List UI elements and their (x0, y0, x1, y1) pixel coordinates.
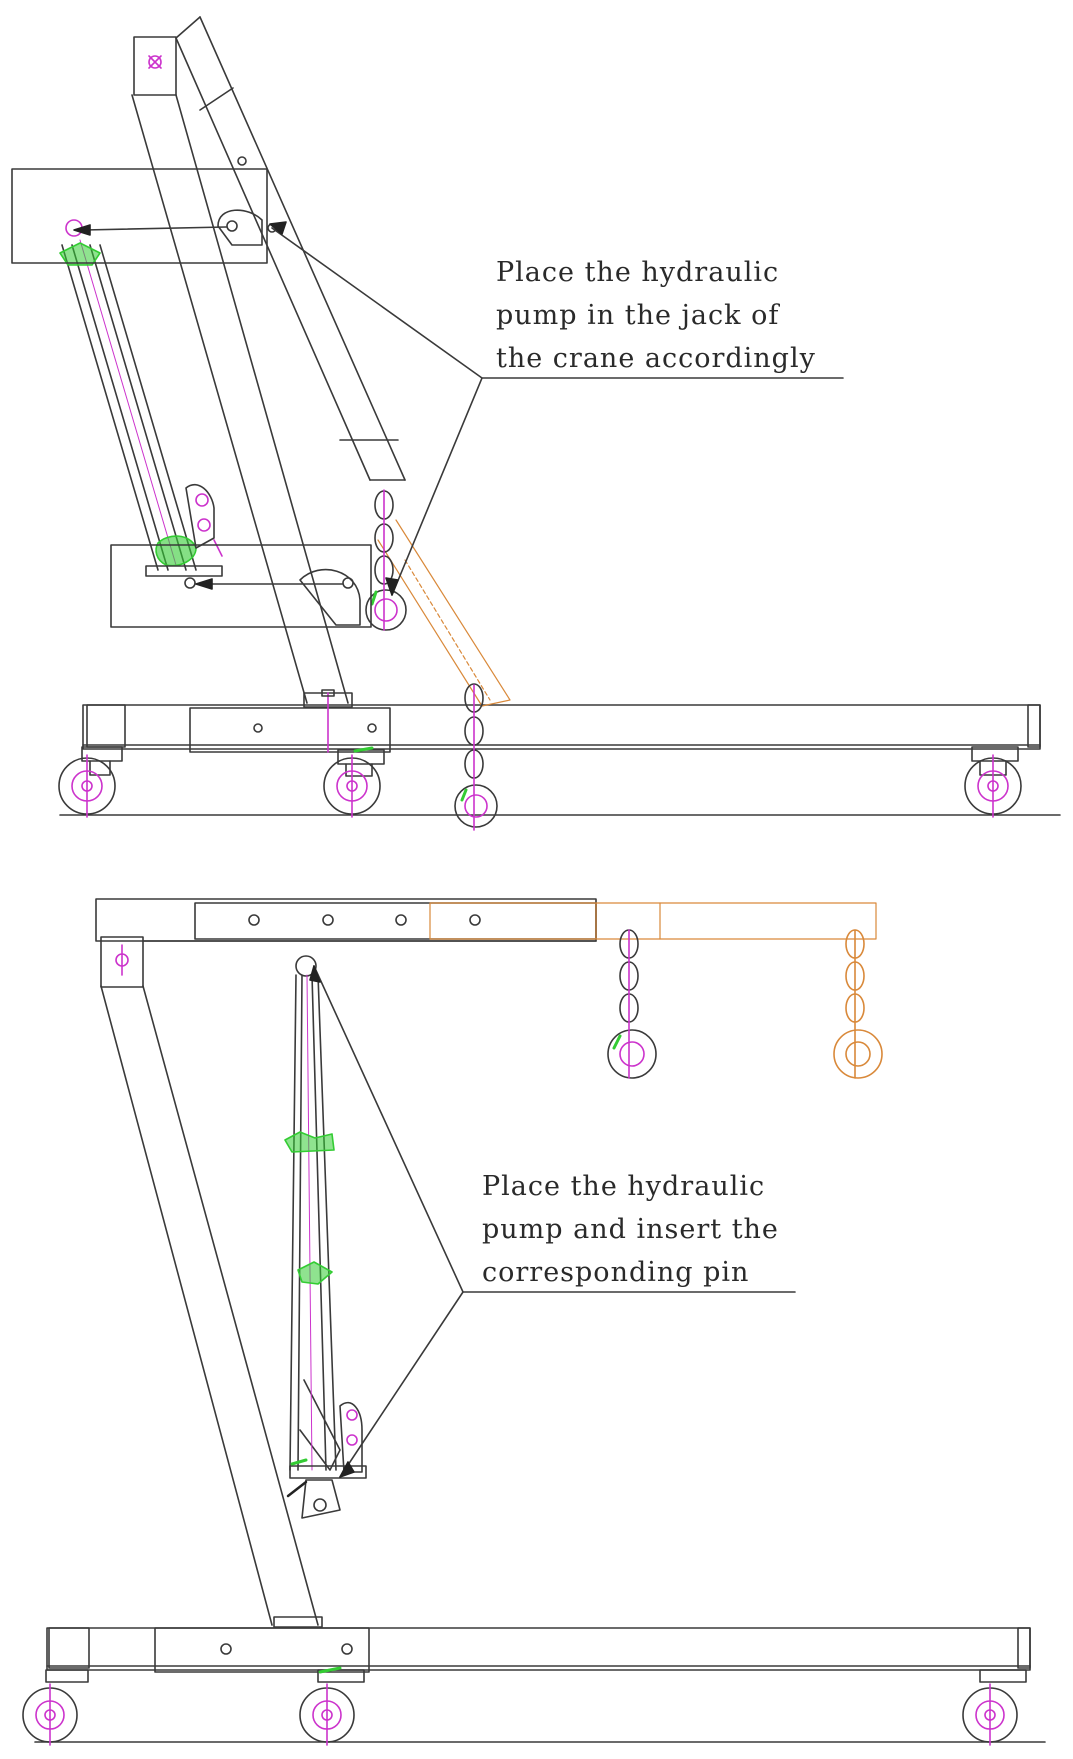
detail-box-bottom-pin (110, 544, 372, 628)
mast (100, 936, 341, 1628)
callout-line: the crane accordingly (496, 343, 816, 374)
base-beam (82, 704, 1041, 753)
caster-wheel (58, 746, 123, 818)
caster-wheel (964, 746, 1022, 818)
callout-line: Place the hydraulic (482, 1171, 766, 1202)
hydraulic-cylinder (59, 219, 223, 577)
detail-box-top-pin (11, 168, 268, 264)
boom-folded (175, 16, 406, 481)
diagram-1-folded-crane (11, 16, 1061, 831)
chain-hook (365, 489, 407, 631)
base-beam (46, 1627, 1031, 1673)
chain-hook-extended (833, 929, 883, 1079)
diagram-2-assembled-crane (22, 898, 1046, 1746)
hydraulic-cylinder (284, 955, 367, 1519)
callout-line: pump in the jack of (496, 300, 780, 331)
caster-wheel (323, 746, 385, 818)
callout-line: pump and insert the (482, 1214, 779, 1245)
chain-hook (607, 929, 657, 1079)
callout-line: corresponding pin (482, 1257, 750, 1288)
callout-1-leader (269, 221, 844, 596)
mast (131, 36, 353, 753)
boom-horizontal (95, 898, 597, 942)
callout-text-pump-in-jack: Place the hydraulic pump in the jack of th… (496, 251, 816, 380)
boom-extended-outline (429, 902, 877, 940)
callout-line: Place the hydraulic (496, 257, 780, 288)
callout-text-insert-pin: Place the hydraulic pump and insert the co… (482, 1165, 779, 1294)
chain-hook (454, 683, 498, 831)
caster-wheel (962, 1669, 1027, 1746)
caster-wheel (22, 1669, 89, 1746)
caster-wheel (299, 1666, 365, 1746)
boom-extended-outline (377, 519, 511, 707)
callout-2-leader (286, 965, 796, 1498)
